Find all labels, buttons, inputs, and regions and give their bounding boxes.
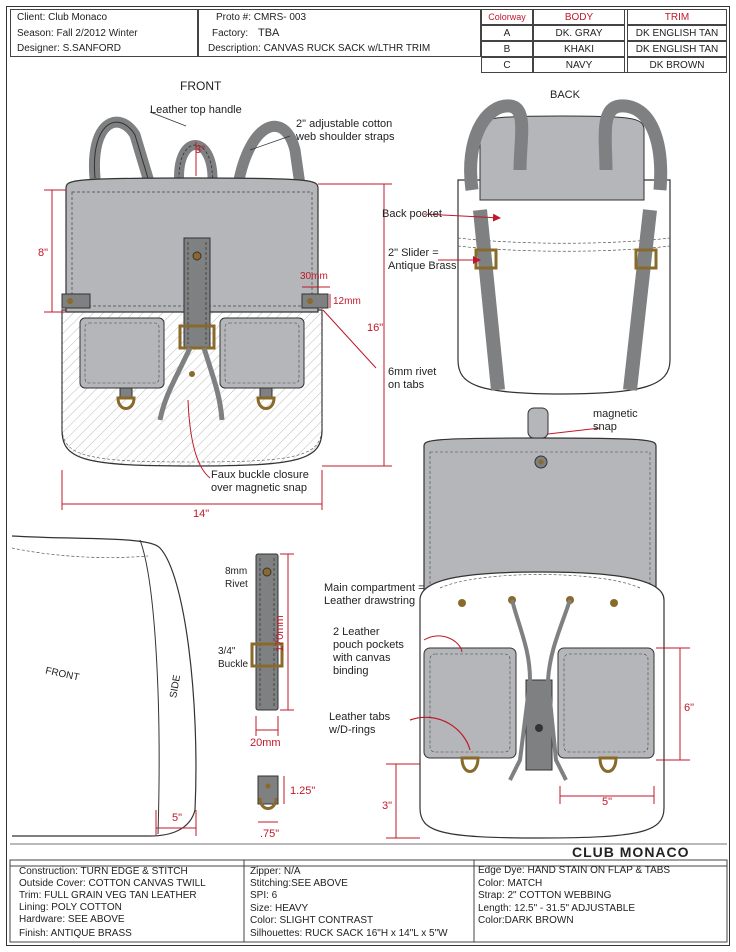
spec-edge-dye: Edge Dye: HAND STAIN ON FLAP & TABS	[478, 865, 671, 876]
front-dimension-lines	[44, 142, 392, 510]
open-view-drawing	[409, 407, 665, 839]
spec-length: Length: 12.5" - 31.5" ADJUSTABLE	[478, 903, 636, 914]
callout-leather-tabs: Leather tabs w/D-rings	[329, 711, 391, 736]
dim-strap-width: 20mm	[250, 737, 281, 749]
callout-shoulder-straps: 2" adjustable cotton web shoulder straps	[296, 118, 395, 143]
spec-size: Size: HEAVY	[250, 903, 309, 914]
header-client-box	[10, 9, 198, 57]
colorway-row-b-trim: DK ENGLISH TAN	[627, 41, 727, 57]
colorway-row-a-code: A	[481, 25, 533, 41]
colorway-header-body: BODY	[533, 9, 625, 25]
header-season: Season: Fall 2/2012 Winter	[17, 28, 138, 39]
spec-construction: Construction: TURN EDGE & STITCH	[19, 866, 188, 877]
colorway-row-b-code: B	[481, 41, 533, 57]
spec-stitching: Stitching:SEE ABOVE	[250, 878, 348, 889]
colorway-row-a-trim: DK ENGLISH TAN	[627, 25, 727, 41]
dim-flap-height: 8"	[38, 247, 49, 259]
dim-tab-length: 1.25"	[290, 785, 316, 797]
header-designer: Designer: S.SANFORD	[17, 43, 121, 54]
header-factory-value: TBA	[258, 27, 280, 39]
colorway-row-c-code: C	[481, 57, 533, 73]
callout-top-handle: Leather top handle	[150, 104, 242, 116]
dim-tab-height: 12mm	[333, 296, 361, 307]
spec-hardware: Hardware: SEE ABOVE	[19, 914, 125, 925]
strap-dimension-lines	[255, 553, 294, 823]
side-view-drawing	[11, 535, 197, 837]
spec-trim: Trim: FULL GRAIN VEG TAN LEATHER	[19, 890, 197, 901]
header-proto-box	[198, 9, 481, 57]
colorway-row-c-body: NAVY	[533, 57, 625, 73]
spec-zipper: Zipper: N/A	[250, 866, 301, 877]
colorway-row-a-body: DK. GRAY	[533, 25, 625, 41]
callout-rivet-tabs: 6mm rivet on tabs	[388, 366, 437, 391]
colorway-header-trim: TRIM	[627, 9, 727, 25]
back-view-title: BACK	[550, 89, 580, 101]
back-view-drawing	[423, 99, 671, 395]
spec-silhouettes: Silhouettes: RUCK SACK 16"H x 14"L x 5"W	[250, 928, 448, 939]
dim-strap-length: 170mm	[274, 615, 286, 652]
tech-pack-sheet	[6, 6, 730, 946]
dim-handle-height: 3"	[195, 144, 206, 156]
open-dimension-lines	[386, 647, 690, 839]
spec-table-grid	[9, 859, 728, 943]
colorway-row-c-trim: DK BROWN	[627, 57, 727, 73]
spec-finish: Finish: ANTIQUE BRASS	[19, 928, 132, 939]
dim-pocket-width: 5"	[602, 796, 613, 808]
front-view-drawing	[61, 111, 377, 479]
callout-back-pocket: Back pocket	[382, 208, 442, 220]
header-factory-label: Factory:	[212, 28, 249, 39]
callout-slider: 2" Slider = Antique Brass	[388, 247, 457, 272]
header-proto: Proto #: CMRS- 003	[216, 12, 307, 23]
spec-spi: SPI: 6	[250, 890, 278, 901]
callout-8mm-rivet: 8mm Rivet	[225, 566, 248, 590]
brand-logo-text: CLUB MONACO	[572, 844, 690, 860]
spec-edge-color: Color: MATCH	[478, 878, 543, 889]
spec-strap-color: Color:DARK BROWN	[478, 915, 574, 926]
spec-lining: Lining: POLY COTTON	[19, 902, 122, 913]
colorway-header-colorway: Colorway	[481, 9, 533, 25]
callout-buckle: 3/4" Buckle	[218, 646, 249, 670]
callout-magnetic-snap: magnetic snap	[593, 408, 638, 433]
strap-detail-drawing	[250, 553, 284, 810]
front-view-title: FRONT	[180, 79, 222, 93]
dim-tab-width-small: .75"	[260, 828, 280, 840]
callout-main-compartment: Main compartment = Leather drawstring	[324, 582, 425, 607]
dim-pocket-height: 6"	[684, 702, 695, 714]
callout-pouch-pockets: 2 Leather pouch pockets with canvas bind…	[333, 626, 404, 677]
spec-outside-cover: Outside Cover: COTTON CANVAS TWILL	[19, 878, 206, 889]
header-description: Description: CANVAS RUCK SACK w/LTHR TRI…	[208, 43, 431, 54]
dim-bottom-height: 3"	[382, 800, 393, 812]
spec-color: Color: SLIGHT CONTRAST	[250, 915, 374, 926]
header-client: Client: Club Monaco	[17, 12, 108, 23]
callout-faux-buckle: Faux buckle closure over magnetic snap	[211, 469, 309, 494]
dim-body-height: 16"	[367, 322, 384, 334]
dim-side-depth: 5"	[172, 812, 183, 824]
side-dimension-lines	[155, 810, 197, 836]
colorway-row-b-body: KHAKI	[533, 41, 625, 57]
dim-tab-width: 30mm	[300, 271, 328, 282]
spec-strap: Strap: 2" COTTON WEBBING	[478, 890, 612, 901]
dim-body-width: 14"	[193, 508, 210, 520]
